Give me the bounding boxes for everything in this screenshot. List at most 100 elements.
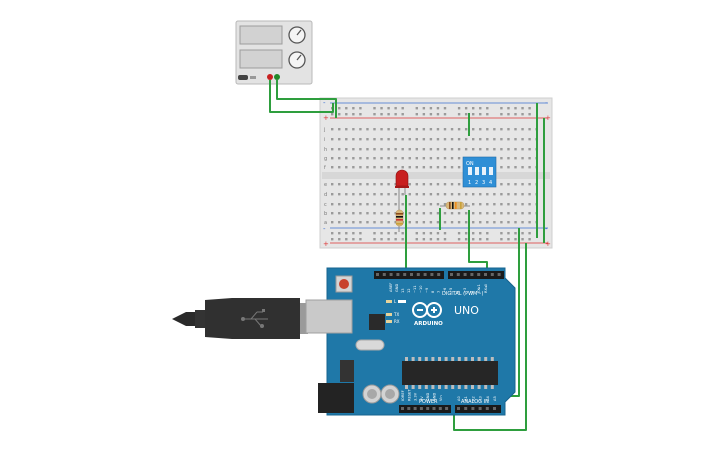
breadboard-hole[interactable] — [408, 221, 411, 224]
breadboard-hole[interactable] — [387, 166, 390, 169]
breadboard-hole[interactable] — [415, 138, 418, 141]
wire-supply-negative[interactable] — [276, 80, 337, 118]
rail-hole[interactable] — [359, 238, 362, 241]
rail-hole[interactable] — [359, 232, 362, 235]
breadboard-hole[interactable] — [408, 212, 411, 215]
breadboard-hole[interactable] — [457, 212, 461, 215]
rail-hole[interactable] — [394, 238, 397, 241]
breadboard-hole[interactable] — [429, 183, 433, 186]
rail-hole[interactable] — [373, 238, 376, 241]
breadboard-hole[interactable] — [429, 138, 433, 141]
rail-hole[interactable] — [464, 113, 468, 116]
breadboard-hole[interactable] — [493, 221, 496, 224]
breadboard-hole[interactable] — [373, 166, 376, 169]
rail-hole[interactable] — [387, 238, 390, 241]
rail-hole[interactable] — [486, 107, 489, 110]
breadboard-hole[interactable] — [450, 157, 454, 160]
rail-hole[interactable] — [331, 113, 334, 116]
rail-hole[interactable] — [479, 232, 482, 235]
breadboard-hole[interactable] — [373, 193, 376, 196]
breadboard-hole[interactable] — [472, 221, 475, 224]
rail-hole[interactable] — [373, 232, 376, 235]
header-socket[interactable] — [438, 407, 442, 410]
breadboard-hole[interactable] — [394, 128, 397, 131]
rail-hole[interactable] — [338, 113, 341, 116]
rail-hole[interactable] — [514, 232, 517, 235]
breadboard-hole[interactable] — [443, 128, 447, 131]
rail-hole[interactable] — [479, 238, 482, 241]
rail-hole[interactable] — [436, 107, 440, 110]
rail-hole[interactable] — [464, 238, 468, 241]
breadboard-hole[interactable] — [366, 166, 369, 169]
rail-hole[interactable] — [472, 232, 475, 235]
breadboard-hole[interactable] — [521, 193, 524, 196]
breadboard-hole[interactable] — [331, 157, 334, 160]
breadboard-hole[interactable] — [443, 166, 447, 169]
breadboard-hole[interactable] — [345, 203, 348, 206]
breadboard-hole[interactable] — [457, 138, 461, 141]
header-socket[interactable] — [382, 273, 386, 276]
breadboard-hole[interactable] — [429, 148, 433, 151]
breadboard-hole[interactable] — [338, 221, 341, 224]
breadboard-hole[interactable] — [422, 212, 426, 215]
header-socket[interactable] — [403, 273, 407, 276]
breadboard-hole[interactable] — [359, 157, 362, 160]
breadboard-hole[interactable] — [521, 128, 524, 131]
rail-hole[interactable] — [352, 238, 355, 241]
breadboard-hole[interactable] — [387, 193, 390, 196]
breadboard-hole[interactable] — [507, 221, 510, 224]
breadboard-hole[interactable] — [507, 138, 510, 141]
breadboard-hole[interactable] — [387, 221, 390, 224]
breadboard-hole[interactable] — [380, 193, 383, 196]
breadboard-hole[interactable] — [408, 183, 411, 186]
analog-header[interactable] — [455, 405, 501, 413]
breadboard-hole[interactable] — [436, 221, 440, 224]
breadboard-hole[interactable] — [486, 148, 489, 151]
breadboard-hole[interactable] — [387, 128, 390, 131]
breadboard-hole[interactable] — [429, 166, 433, 169]
rail-hole[interactable] — [500, 232, 503, 235]
breadboard-hole[interactable] — [401, 203, 404, 206]
breadboard-hole[interactable] — [331, 128, 334, 131]
rail-hole[interactable] — [422, 113, 426, 116]
rail-hole[interactable] — [415, 238, 418, 241]
rail-hole[interactable] — [507, 113, 510, 116]
breadboard-hole[interactable] — [373, 138, 376, 141]
breadboard-hole[interactable] — [429, 128, 433, 131]
breadboard-hole[interactable] — [436, 203, 440, 206]
rail-hole[interactable] — [338, 232, 341, 235]
breadboard-hole[interactable] — [422, 157, 426, 160]
breadboard-hole[interactable] — [373, 203, 376, 206]
breadboard-hole[interactable] — [457, 193, 461, 196]
power-header[interactable] — [399, 405, 451, 413]
breadboard-hole[interactable] — [464, 193, 468, 196]
breadboard-hole[interactable] — [345, 183, 348, 186]
breadboard-hole[interactable] — [436, 166, 440, 169]
rail-hole[interactable] — [380, 113, 383, 116]
breadboard-hole[interactable] — [464, 212, 468, 215]
breadboard-hole[interactable] — [366, 203, 369, 206]
breadboard-hole[interactable] — [331, 183, 334, 186]
rail-hole[interactable] — [500, 113, 503, 116]
breadboard-hole[interactable] — [450, 128, 454, 131]
breadboard-hole[interactable] — [429, 212, 433, 215]
header-socket[interactable] — [416, 273, 420, 276]
breadboard-hole[interactable] — [359, 128, 362, 131]
breadboard-hole[interactable] — [479, 193, 482, 196]
breadboard-hole[interactable] — [415, 221, 418, 224]
breadboard-hole[interactable] — [345, 221, 348, 224]
header-socket[interactable] — [376, 273, 379, 276]
breadboard-hole[interactable] — [415, 193, 418, 196]
breadboard-hole[interactable] — [394, 157, 397, 160]
dip-toggle-2[interactable] — [475, 167, 479, 175]
breadboard-hole[interactable] — [373, 212, 376, 215]
rail-hole[interactable] — [331, 238, 334, 241]
usb-cable[interactable] — [172, 298, 308, 339]
breadboard-hole[interactable] — [429, 157, 433, 160]
rail-hole[interactable] — [457, 238, 461, 241]
header-socket[interactable] — [497, 273, 501, 276]
header-socket[interactable] — [389, 273, 393, 276]
breadboard-hole[interactable] — [422, 166, 426, 169]
rail-hole[interactable] — [387, 232, 390, 235]
rail-hole[interactable] — [401, 238, 404, 241]
